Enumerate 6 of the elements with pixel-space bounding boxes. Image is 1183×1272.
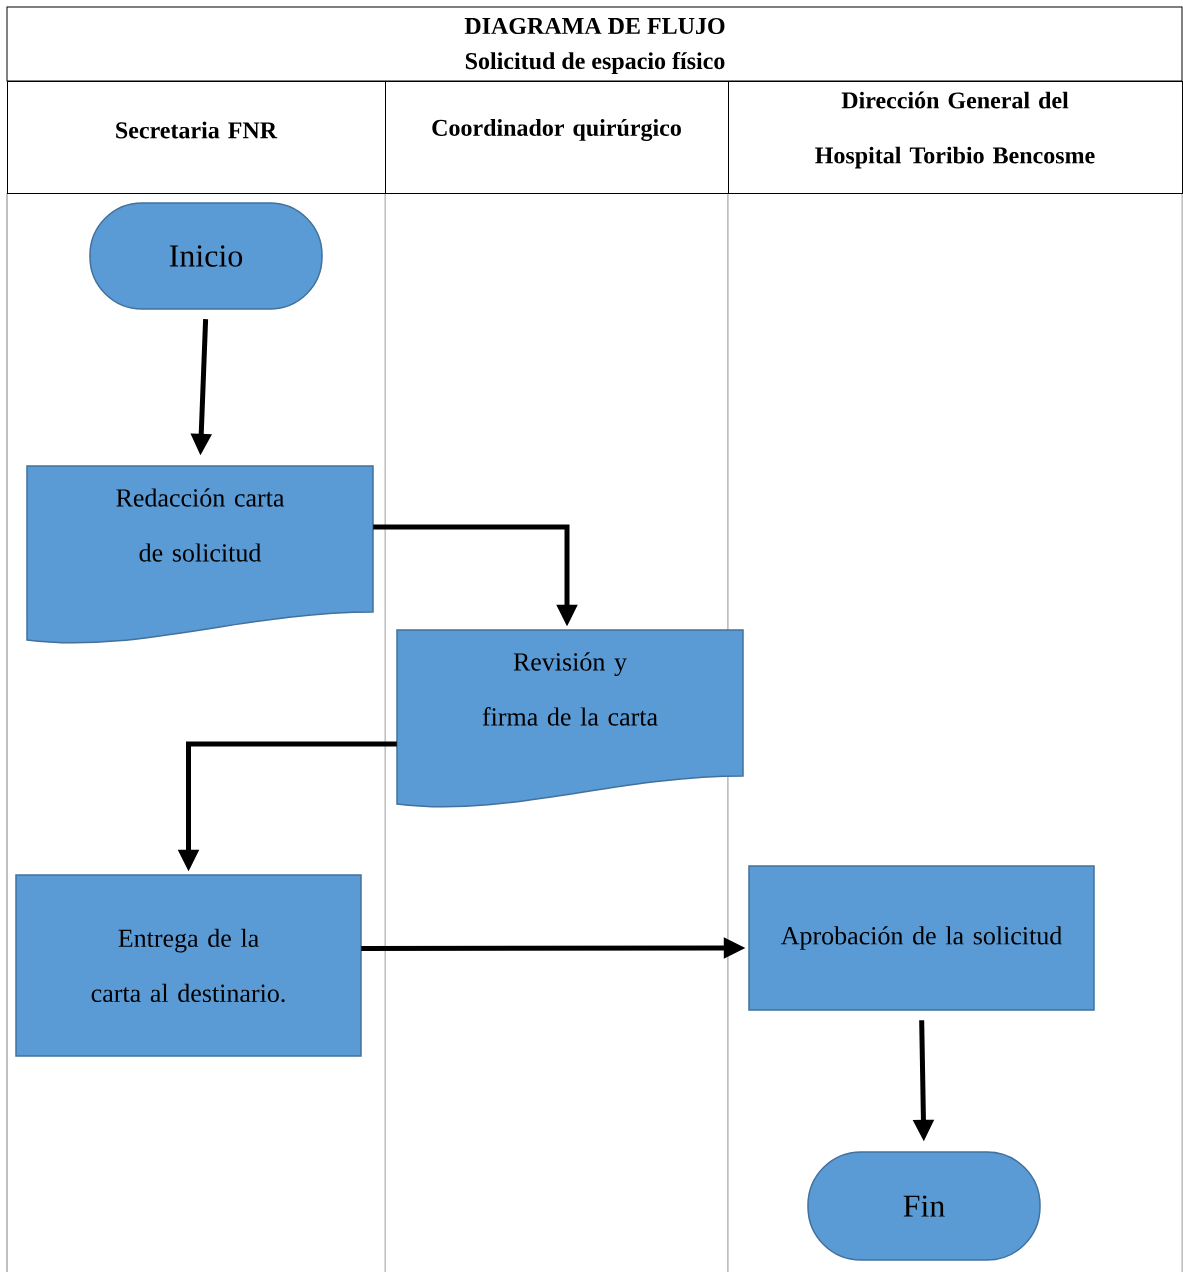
process-box: Aprobación de la solicitud (748, 865, 1095, 1011)
header-cell: Dirección General del Hospital Toribio Bencosme (728, 81, 1183, 194)
title-cell: DIAGRAMA DE FLUJO Solicitud de espacio físico (6, 6, 1183, 82)
header-cell: Coordinador quirúrgico (385, 81, 729, 194)
process-box: Entrega de la carta al destinario. (15, 874, 362, 1057)
header-cell: Secretaria FNR (7, 81, 386, 194)
